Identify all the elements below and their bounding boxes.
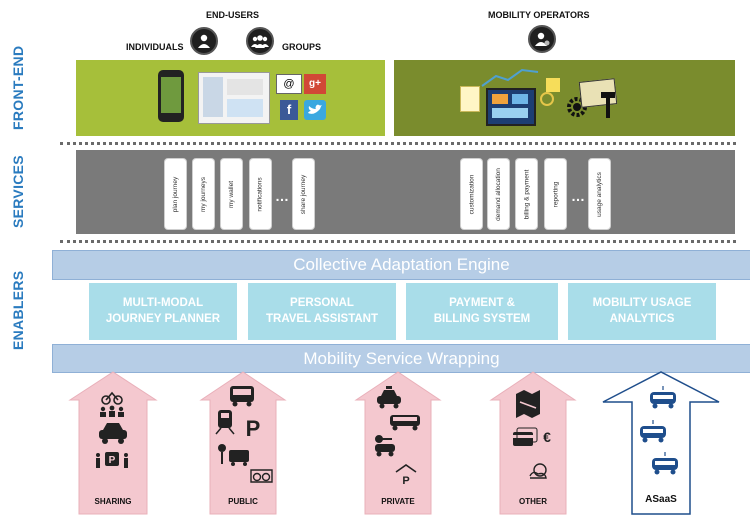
bike-sharing-icon: [101, 391, 123, 405]
chart-line-icon: [480, 66, 540, 88]
arrow-label-other: OTHER: [519, 497, 547, 506]
end-user-frontend-panel: @ g+ f: [76, 60, 385, 136]
euro-sign: €: [543, 429, 551, 445]
arrow-label-public: PUBLIC: [228, 497, 258, 506]
private-bus-icon: [390, 415, 420, 431]
mobility-service-wrapping-bar: Mobility Service Wrapping: [52, 344, 750, 373]
web-browser-icon: [198, 72, 270, 124]
enabler-journey-planner: MULTI-MODAL JOURNEY PLANNER: [89, 283, 237, 340]
parking-letter-sharing: P: [109, 455, 116, 466]
parking-letter-public: P: [246, 416, 261, 441]
enabler-payment-billing: PAYMENT & BILLING SYSTEM: [406, 283, 558, 340]
facebook-icon: f: [280, 100, 298, 120]
service-notifications: notifications: [250, 159, 271, 229]
map-icon: [516, 390, 540, 418]
service-my-wallet: my wallet: [221, 159, 242, 229]
service-share-journey: share journey: [293, 159, 314, 229]
service-plan-journey: plan journey: [165, 159, 186, 229]
parking-letter-private: P: [402, 475, 409, 487]
bus-stop-icon: [218, 444, 249, 466]
hammer-icon: [598, 90, 618, 120]
service-usage-analytics: usage analytics: [589, 159, 610, 229]
operator-icon: [528, 25, 556, 53]
mobility-operators-label: MOBILITY OPERATORS: [488, 10, 590, 20]
asaas-bus-icon-1: [650, 386, 676, 409]
dashboard-screen-icon: [486, 88, 536, 126]
sharing-arrow: [68, 371, 158, 515]
magnifier-icon: [540, 92, 554, 106]
taxi-icon: [377, 386, 401, 409]
enabler-usage-analytics: MOBILITY USAGE ANALYTICS: [568, 283, 716, 340]
sticky-note-icon: [546, 78, 560, 92]
service-demand-allocation: demand allocation: [488, 159, 509, 229]
asaas-bus-icon-3: [652, 452, 678, 475]
park-and-ride-icon: [96, 452, 128, 468]
train-icon: [215, 410, 235, 435]
service-my-journeys: my journeys: [193, 159, 214, 229]
people-group-icon: [100, 405, 124, 417]
service-reporting: reporting: [545, 159, 566, 229]
end-users-label: END-USERS: [206, 10, 260, 20]
individual-user-icon: [190, 27, 218, 55]
service-billing-payment: billing & payment: [516, 159, 537, 229]
enabler-travel-assistant: PERSONAL TRAVEL ASSISTANT: [248, 283, 396, 340]
arrow-label-asaas: ASaaS: [645, 494, 677, 505]
car-key-icon: [375, 435, 395, 457]
group-users-icon: [246, 27, 274, 55]
groups-label: GROUPS: [282, 42, 322, 52]
separator-services-enablers: [60, 240, 736, 243]
individuals-label: INDIVIDUALS: [126, 42, 184, 52]
credit-card-icon: [513, 427, 538, 446]
bus-public-icon: [230, 386, 254, 407]
weather-icon: [529, 463, 547, 479]
garage-parking-icon: [395, 464, 417, 473]
services-operator-ellipsis: …: [571, 188, 586, 204]
collective-adaptation-engine-bar: Collective Adaptation Engine: [52, 250, 750, 280]
operator-frontend-panel: [394, 60, 735, 136]
smartphone-icon: [158, 70, 184, 122]
twitter-icon: [304, 100, 326, 120]
document-icon: [460, 86, 480, 112]
service-customization: customization: [461, 159, 482, 229]
car-sharing-icon: [99, 423, 127, 444]
bike-rack-icon: [250, 469, 273, 483]
arrow-label-sharing: SHARING: [94, 497, 132, 506]
private-arrow: [354, 371, 442, 515]
asaas-bus-icon-2: [640, 420, 666, 443]
email-icon: @: [276, 74, 302, 94]
google-plus-icon: g+: [304, 74, 326, 94]
asaas-arrow: [602, 371, 720, 515]
services-user-ellipsis: …: [275, 188, 290, 204]
public-arrow: [199, 371, 287, 515]
separator-frontend-services: [60, 142, 736, 145]
arrow-label-private: PRIVATE: [381, 497, 415, 506]
